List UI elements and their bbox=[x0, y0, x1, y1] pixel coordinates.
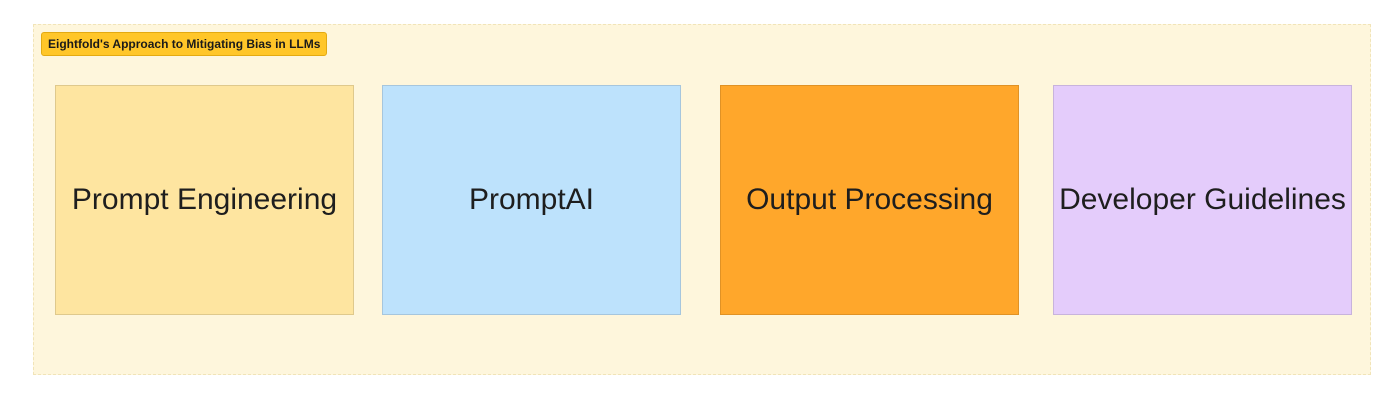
sticky-note-label: PromptAI bbox=[468, 183, 595, 216]
sticky-note-label: Output Processing bbox=[746, 183, 993, 216]
section-title[interactable]: Eightfold's Approach to Mitigating Bias … bbox=[41, 32, 328, 56]
sticky-note-prompt-engineering[interactable]: Prompt Engineering bbox=[55, 85, 354, 315]
section-frame[interactable]: Eightfold's Approach to Mitigating Bias … bbox=[33, 24, 1371, 375]
sticky-note-output-processing[interactable]: Output Processing bbox=[720, 85, 1019, 315]
sticky-note-promptai[interactable]: PromptAI bbox=[382, 85, 681, 315]
sticky-note-label: Prompt Engineering bbox=[71, 183, 338, 216]
sticky-note-developer-guidelines[interactable]: Developer Guidelines bbox=[1053, 85, 1352, 315]
sticky-note-label: Developer Guidelines bbox=[1059, 183, 1346, 216]
